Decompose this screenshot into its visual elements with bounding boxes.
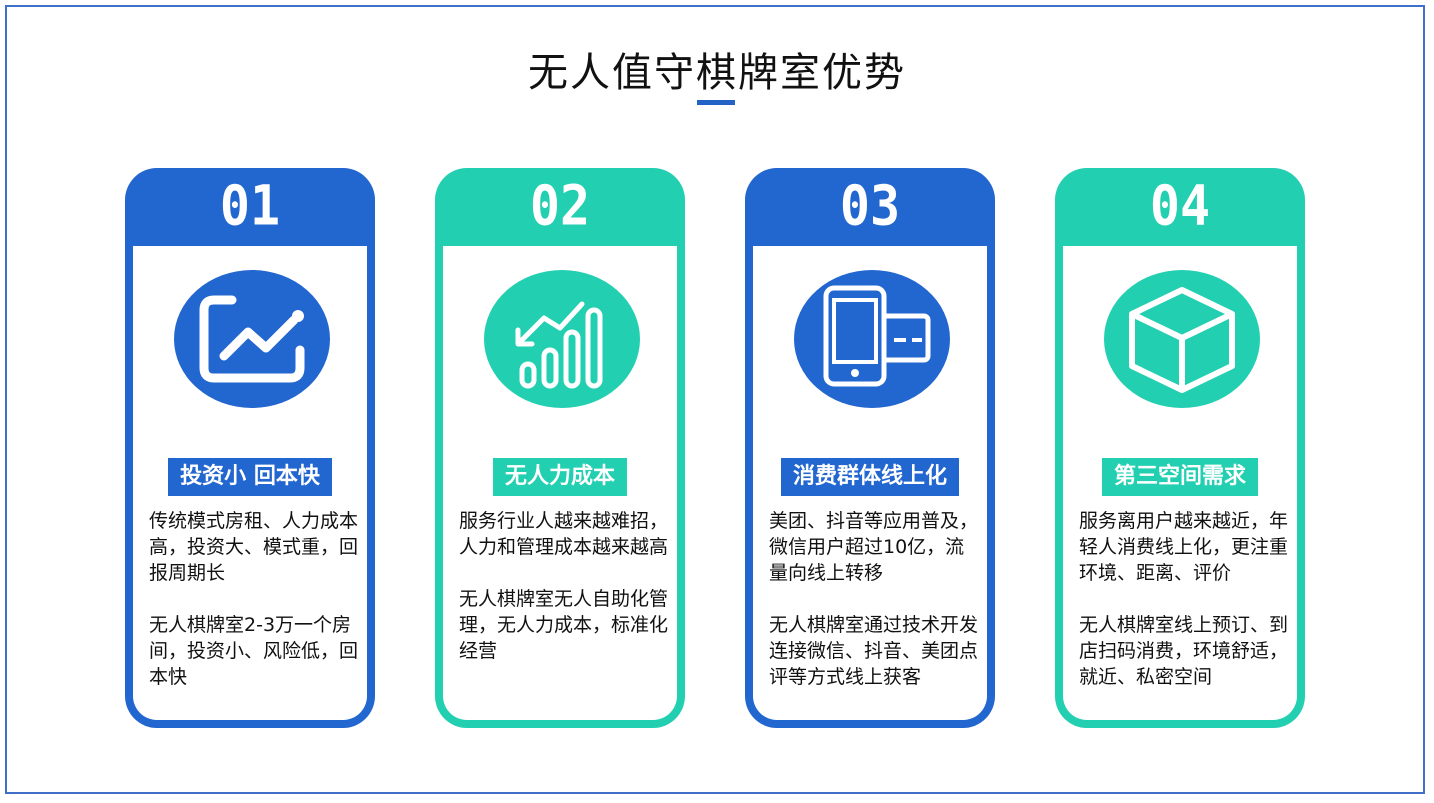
- card-body: 第三空间需求 服务离用户越来越近，年轻人消费线上化，更注重环境、距离、评价 无人…: [1063, 246, 1297, 720]
- page-frame: [5, 5, 1425, 794]
- card-heading: 无人力成本: [492, 458, 627, 496]
- card-text: 美团、抖音等应用普及，微信用户超过10亿，流量向线上转移 无人棋牌室通过技术开发…: [769, 508, 979, 716]
- advantage-card-4: 04 第三空间需求 服务离用户越来越近，年轻人消费线上化，更注重环境、距离、评价…: [1055, 168, 1305, 728]
- page-title: 无人值守棋牌室优势: [528, 50, 906, 96]
- card-body: 无人力成本 服务行业人越来越难招，人力和管理成本越来越高 无人棋牌室无人自助化管…: [443, 246, 677, 720]
- card-paragraph: 无人棋牌室2-3万一个房间，投资小、风险低，回本快: [149, 614, 359, 688]
- cube-icon: [1104, 270, 1260, 408]
- card-paragraph: 服务离用户越来越近，年轻人消费线上化，更注重环境、距离、评价: [1079, 510, 1289, 584]
- card-number: 02: [529, 174, 591, 238]
- card-paragraph: 传统模式房租、人力成本高，投资大、模式重，回报周期长: [149, 510, 359, 584]
- card-body: 消费群体线上化 美团、抖音等应用普及，微信用户超过10亿，流量向线上转移 无人棋…: [753, 246, 987, 720]
- card-paragraph: 无人棋牌室无人自助化管理，无人力成本，标准化经营: [459, 588, 669, 662]
- card-heading: 消费群体线上化: [780, 458, 959, 496]
- card-text: 服务行业人越来越难招，人力和管理成本越来越高 无人棋牌室无人自助化管理，无人力成…: [459, 508, 669, 690]
- title-underline: [697, 100, 735, 105]
- card-number: 03: [839, 174, 901, 238]
- card-paragraph: 无人棋牌室通过技术开发连接微信、抖音、美团点评等方式线上获客: [769, 614, 979, 688]
- bar-chart-growth-icon: [484, 270, 640, 408]
- card-body: 投资小 回本快 传统模式房租、人力成本高，投资大、模式重，回报周期长 无人棋牌室…: [133, 246, 367, 720]
- trend-chart-icon: [174, 270, 330, 408]
- advantage-card-1: 01 投资小 回本快 传统模式房租、人力成本高，投资大、模式重，回报周期长 无人…: [125, 168, 375, 728]
- card-heading: 投资小 回本快: [168, 458, 332, 496]
- card-number: 01: [219, 174, 281, 238]
- card-paragraph: 服务行业人越来越难招，人力和管理成本越来越高: [459, 510, 669, 558]
- card-paragraph: 美团、抖音等应用普及，微信用户超过10亿，流量向线上转移: [769, 510, 979, 584]
- advantage-card-2: 02 无人力成本 服务行业人越来越难招，人力和管理成本越来越高 无人棋牌室无人自…: [435, 168, 685, 728]
- card-paragraph: 无人棋牌室线上预订、到店扫码消费，环境舒适，就近、私密空间: [1079, 614, 1289, 688]
- card-heading: 第三空间需求: [1101, 458, 1258, 496]
- card-number: 04: [1149, 174, 1211, 238]
- card-text: 传统模式房租、人力成本高，投资大、模式重，回报周期长 无人棋牌室2-3万一个房间…: [149, 508, 359, 716]
- phone-card-icon: [794, 270, 950, 408]
- advantage-card-3: 03 消费群体线上化 美团、抖音等应用普及，微信用户超过10亿，流量向线上转移 …: [745, 168, 995, 728]
- card-text: 服务离用户越来越近，年轻人消费线上化，更注重环境、距离、评价 无人棋牌室线上预订…: [1079, 508, 1289, 716]
